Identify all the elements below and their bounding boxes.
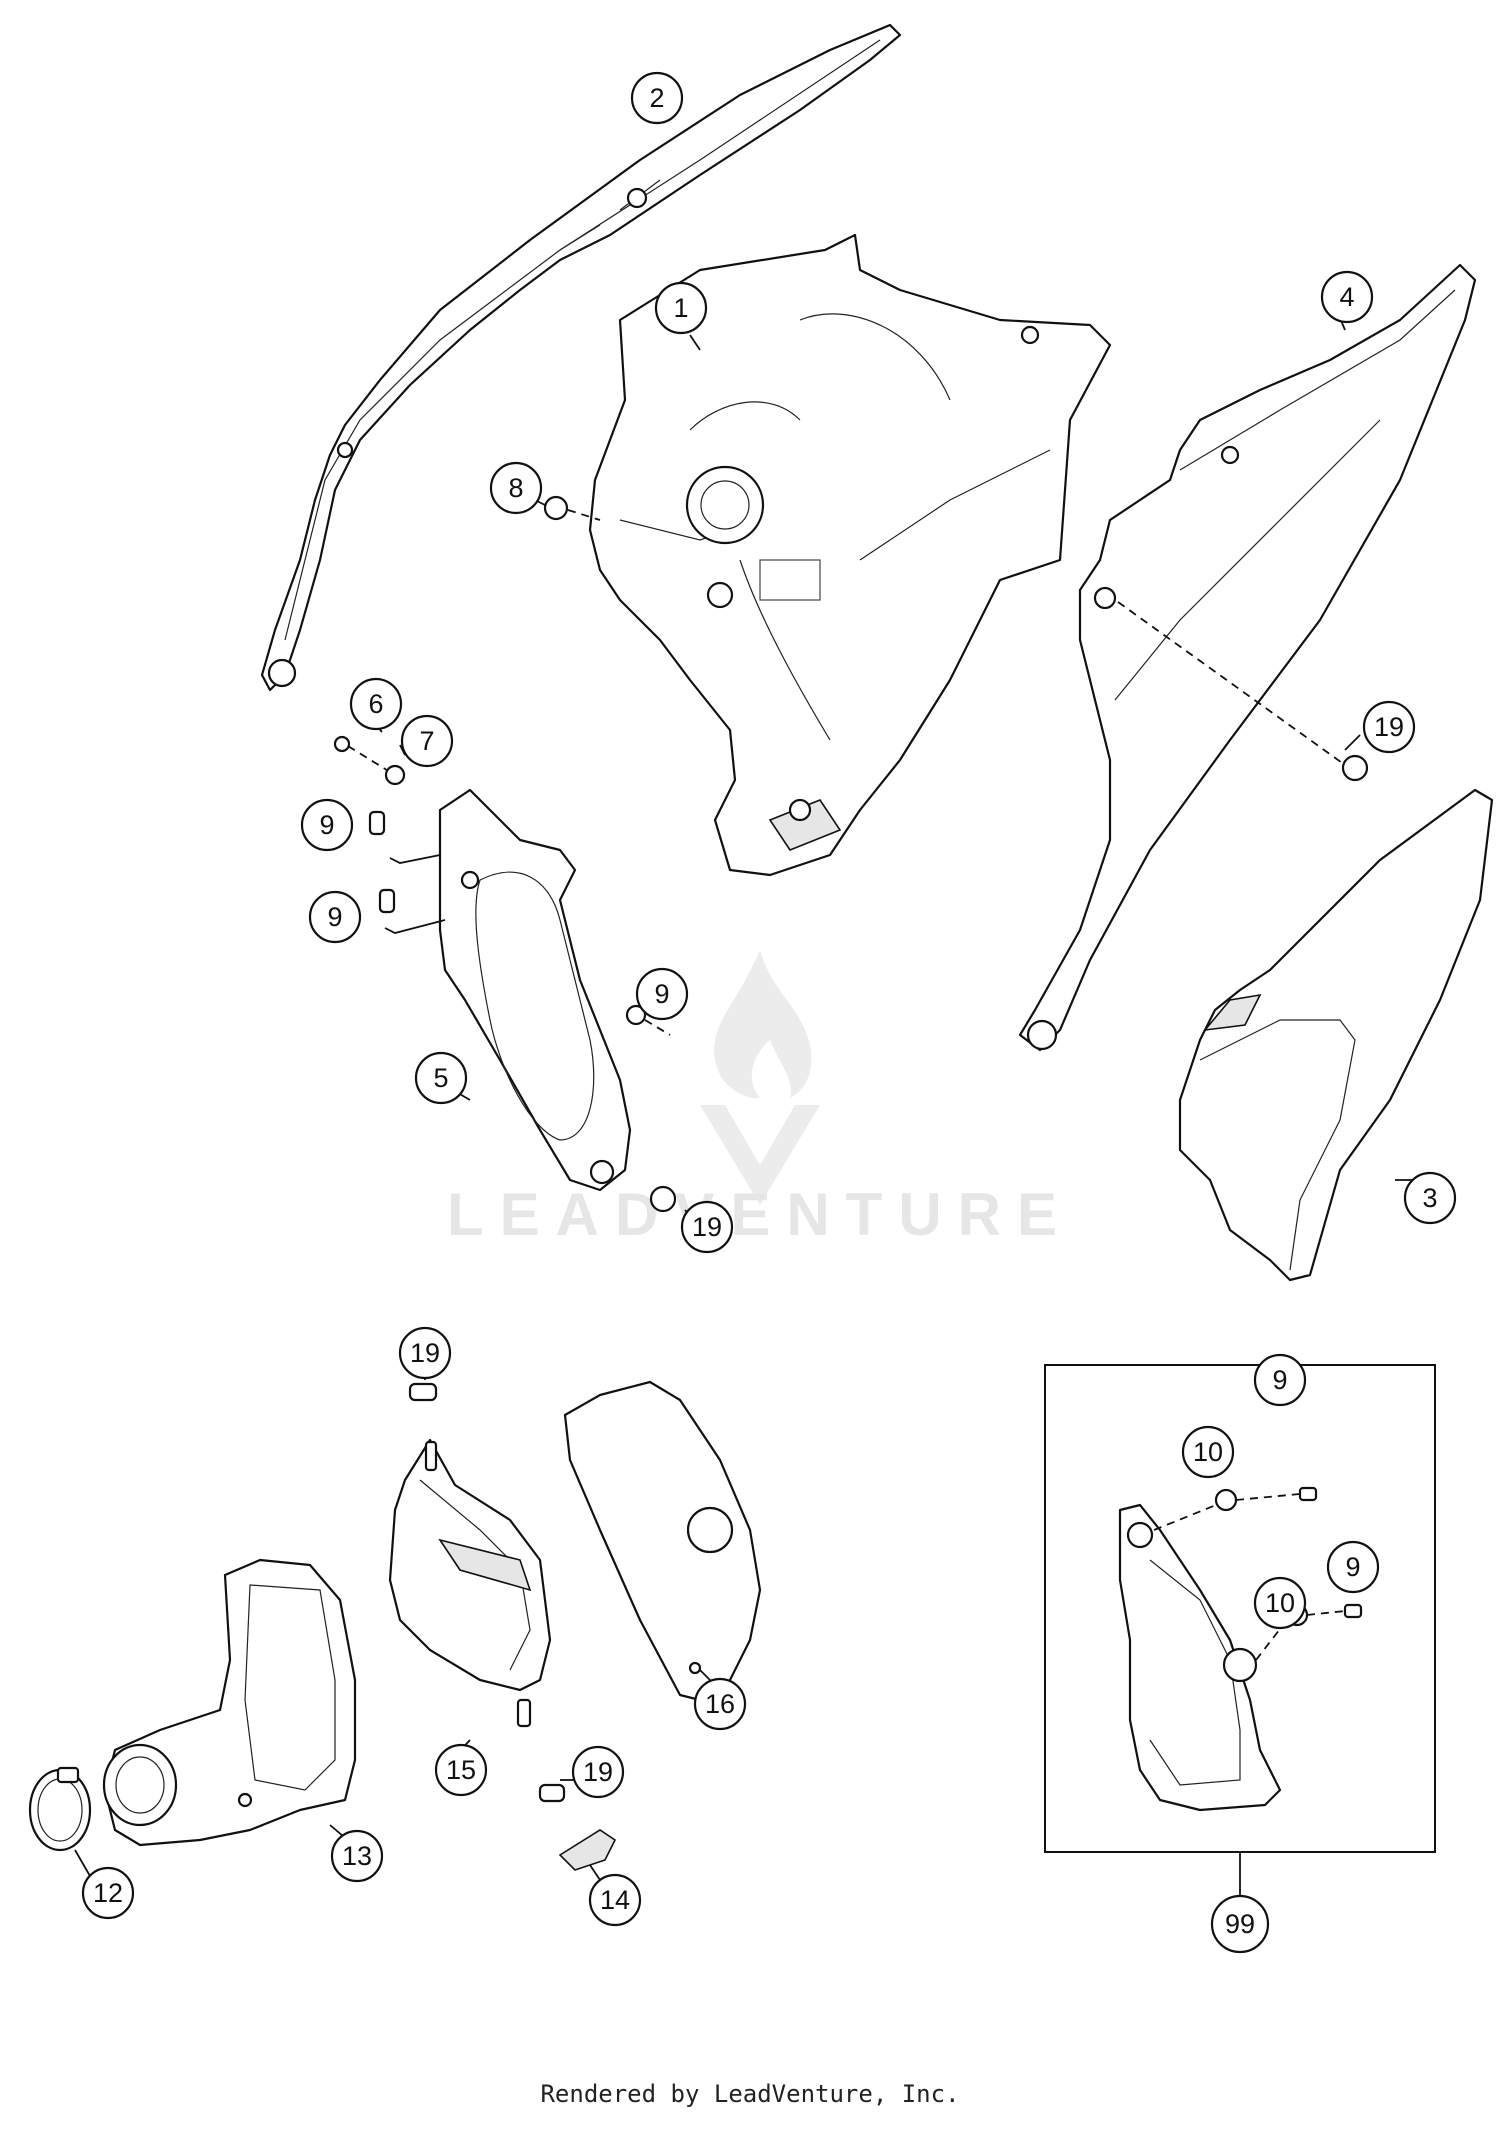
callout-99: 99: [1210, 1894, 1270, 1954]
callout-label: 3: [1422, 1183, 1437, 1213]
callout-14: 14: [588, 1873, 642, 1927]
callout-2: 2: [630, 71, 684, 125]
part-1-air-box: [588, 233, 1112, 877]
callout-19b: 19: [680, 1200, 734, 1254]
callout-9d: 9: [1253, 1353, 1307, 1407]
part-19-clip-bottom: [538, 1783, 566, 1803]
callout-12: 12: [81, 1866, 135, 1920]
callout-label: 10: [1193, 1437, 1223, 1467]
callout-label: 15: [446, 1755, 476, 1785]
callout-label: 9: [1345, 1552, 1360, 1582]
callout-label: 19: [410, 1338, 440, 1368]
part-99-kit-box: [1044, 1364, 1436, 1896]
part-13-intake-boot: [102, 1558, 357, 1847]
part-15-filter-cage: [388, 1438, 552, 1728]
part-19-clip-top: [408, 1382, 438, 1402]
callout-label: 4: [1339, 282, 1354, 312]
callout-label: 9: [1272, 1365, 1287, 1395]
callout-label: 10: [1265, 1588, 1295, 1618]
callout-label: 1: [673, 293, 688, 323]
callout-label: 9: [654, 979, 669, 1009]
part-19-grommet: [1341, 754, 1369, 782]
callout-label: 16: [705, 1689, 735, 1719]
callout-label: 6: [368, 689, 383, 719]
callout-13: 13: [330, 1829, 384, 1883]
callout-19a: 19: [1362, 700, 1416, 754]
callout-label: 19: [583, 1757, 613, 1787]
part-3-side-cover: [1178, 788, 1494, 1282]
callout-1: 1: [654, 281, 708, 335]
part-12-clamp: [28, 1766, 92, 1852]
callout-15: 15: [434, 1743, 488, 1797]
callout-9c: 9: [635, 967, 689, 1021]
part-2-spoiler: [260, 23, 902, 692]
callout-10a: 10: [1181, 1425, 1235, 1479]
callout-19d: 19: [571, 1745, 625, 1799]
part-8-screw: [543, 495, 601, 521]
callout-3: 3: [1403, 1171, 1457, 1225]
callout-label: 19: [1374, 712, 1404, 742]
watermark: LEADVENTURE: [447, 950, 1073, 1248]
callout-9a: 9: [300, 798, 354, 852]
callout-label: 9: [327, 902, 342, 932]
callout-label: 2: [649, 83, 664, 113]
footer-credit: Rendered by LeadVenture, Inc.: [540, 2080, 960, 2108]
watermark-text: LEADVENTURE: [447, 1181, 1073, 1248]
part-14-bracket: [558, 1829, 617, 1871]
callout-label: 19: [692, 1212, 722, 1242]
callout-6: 6: [349, 677, 403, 731]
callout-label: 14: [600, 1885, 630, 1915]
part-4-side-panel: [1018, 263, 1477, 1052]
callout-label: 5: [433, 1063, 448, 1093]
callout-19c: 19: [398, 1326, 452, 1380]
watermark-v-icon: [700, 1105, 820, 1205]
callout-16: 16: [693, 1677, 747, 1731]
callout-7: 7: [400, 714, 454, 768]
watermark-flame-icon: [714, 950, 812, 1099]
callout-10b: 10: [1253, 1576, 1307, 1630]
callout-5: 5: [414, 1051, 468, 1105]
callout-8: 8: [489, 461, 543, 515]
callout-label: 9: [319, 810, 334, 840]
callout-4: 4: [1320, 270, 1374, 324]
callout-label: 8: [508, 473, 523, 503]
callout-9e: 9: [1326, 1540, 1380, 1594]
callout-label: 99: [1225, 1909, 1255, 1939]
callout-9b: 9: [308, 890, 362, 944]
callout-label: 12: [93, 1878, 123, 1908]
callout-label: 7: [419, 726, 434, 756]
part-5-filter-housing: [384, 788, 632, 1192]
callout-label: 13: [342, 1841, 372, 1871]
fasteners-left: [333, 735, 677, 1213]
part-16-filter-cover: [563, 1380, 762, 1702]
